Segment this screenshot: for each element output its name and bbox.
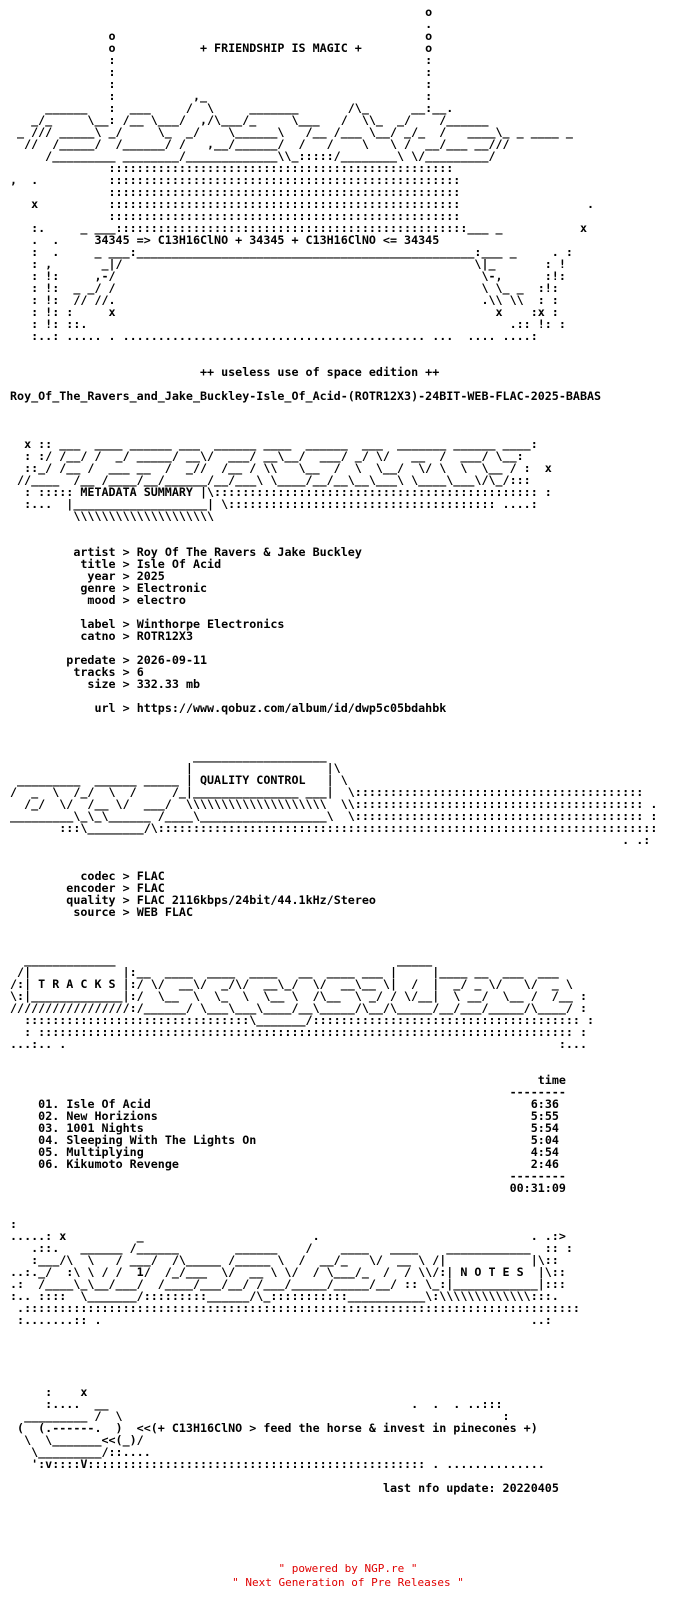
metadata-row: predate > 2026-09-11 bbox=[66, 653, 208, 667]
total-time-row: 00:31:09 bbox=[10, 1182, 657, 1194]
track-title: New Horizions bbox=[66, 1109, 503, 1123]
track-title: Sleeping With The Lights On bbox=[66, 1133, 503, 1147]
quality-value: FLAC bbox=[136, 881, 165, 895]
track-duration: 6:36 bbox=[502, 1097, 559, 1111]
header-art: o . o o o + FRIENDSHIP IS MAGIC + o : bbox=[10, 5, 595, 235]
quality-value: FLAC bbox=[136, 869, 165, 883]
metadata-key: label bbox=[66, 617, 116, 631]
track-row: 06. Kikumoto Revenge 2:46 bbox=[10, 1158, 657, 1170]
quality-value: FLAC 2116kbps/24bit/44.1kHz/Stereo bbox=[136, 893, 376, 907]
quality-control-art: ___________________ | |\ _________ _____… bbox=[10, 749, 658, 847]
release-name: Roy_Of_The_Ravers_and_Jake_Buckley-Isle_… bbox=[10, 389, 602, 403]
metadata-key: genre bbox=[66, 581, 116, 595]
metadata-value: ROTR12X3 bbox=[136, 629, 193, 643]
track-row: 04. Sleeping With The Lights On 5:04 bbox=[10, 1134, 657, 1146]
track-title: Kikumoto Revenge bbox=[66, 1157, 503, 1171]
metadata-key: mood bbox=[66, 593, 116, 607]
track-duration: 5:04 bbox=[502, 1133, 559, 1147]
track-number: 01. bbox=[38, 1097, 60, 1111]
track-title: 1001 Nights bbox=[66, 1121, 503, 1135]
metadata-key: size bbox=[66, 677, 116, 691]
quality-key: quality bbox=[66, 893, 116, 907]
last-update: last nfo update: 20220405 bbox=[10, 1482, 657, 1494]
quality-key: encoder bbox=[66, 881, 116, 895]
track-row: 03. 1001 Nights 5:54 bbox=[10, 1122, 657, 1134]
outro-art: : x :.... __ . . . ..::: _________ / \ :… bbox=[17, 1385, 545, 1471]
metadata-key: title bbox=[66, 557, 116, 571]
metadata-summary-art: x :: ___ ____ ______ ___ ______ ____ ___… bbox=[17, 437, 552, 523]
nfo-text: o . o o o + FRIENDSHIP IS MAGIC + o : bbox=[10, 6, 657, 1494]
quality-row: quality > FLAC 2116kbps/24bit/44.1kHz/St… bbox=[66, 893, 376, 907]
total-time: 00:31:09 bbox=[509, 1181, 566, 1195]
metadata-row: mood > electro bbox=[66, 593, 186, 607]
metadata-row: size > 332.33 mb bbox=[66, 677, 201, 691]
metadata-value: 6 bbox=[136, 665, 144, 679]
track-duration: 4:54 bbox=[502, 1145, 559, 1159]
metadata-value: electro bbox=[136, 593, 186, 607]
metadata-row: genre > Electronic bbox=[66, 581, 208, 595]
divider: -------- bbox=[10, 1169, 566, 1183]
quality-value: WEB FLAC bbox=[136, 905, 193, 919]
notes-art: : .....: x _ . . .:> .::. ______ /______… bbox=[10, 1217, 580, 1327]
metadata-row: label > Winthorpe Electronics bbox=[66, 617, 285, 631]
metadata-value: Electronic bbox=[136, 581, 208, 595]
metadata-value: 2026-09-11 bbox=[136, 653, 208, 667]
track-duration: 5:55 bbox=[502, 1109, 559, 1123]
metadata-row: url > https://www.qobuz.com/album/id/dwp… bbox=[66, 701, 447, 715]
metadata-value: 332.33 mb bbox=[136, 677, 201, 691]
metadata-value: Isle Of Acid bbox=[136, 557, 222, 571]
track-title: Multiplying bbox=[66, 1145, 503, 1159]
tracks-time-header: time bbox=[10, 1074, 657, 1086]
metadata-row: tracks > 6 bbox=[66, 665, 144, 679]
metadata-key: artist bbox=[66, 545, 116, 559]
tracklist: time -------- 01. Isle Of Acid 6:36 02. … bbox=[10, 1074, 657, 1194]
track-duration: 5:54 bbox=[502, 1121, 559, 1135]
footer: " powered by NGP.re " " Next Generation … bbox=[0, 1562, 696, 1590]
track-number: 02. bbox=[38, 1109, 60, 1123]
mid-art: : . _ ___:______________________________… bbox=[31, 245, 573, 343]
track-row: 05. Multiplying 4:54 bbox=[10, 1146, 657, 1158]
metadata-key: catno bbox=[66, 629, 116, 643]
track-number: 04. bbox=[38, 1133, 60, 1147]
tracks-art: _____________ _____ /| |:__ ____ ____ __… bbox=[10, 953, 595, 1051]
track-duration: 2:46 bbox=[502, 1157, 559, 1171]
metadata-row: title > Isle Of Acid bbox=[66, 557, 222, 571]
track-number: 06. bbox=[38, 1157, 60, 1171]
formula-line: . . 34345 => C13H16ClNO + 34345 + C13H16… bbox=[10, 233, 440, 247]
track-row: 02. New Horizions 5:55 bbox=[10, 1110, 657, 1122]
metadata-value: 2025 bbox=[136, 569, 165, 583]
edition-title: ++ useless use of space edition ++ bbox=[200, 365, 440, 379]
footer-powered-by[interactable]: " powered by NGP.re " bbox=[278, 1562, 418, 1575]
quality-list: codec > FLAC encoder > FLAC quality > FL… bbox=[10, 870, 657, 918]
metadata-value: Roy Of The Ravers & Jake Buckley bbox=[136, 545, 362, 559]
track-number: 05. bbox=[38, 1145, 60, 1159]
track-row: 01. Isle Of Acid 6:36 bbox=[10, 1098, 657, 1110]
metadata-list: artist > Roy Of The Ravers & Jake Buckle… bbox=[10, 546, 657, 714]
metadata-row: artist > Roy Of The Ravers & Jake Buckle… bbox=[66, 545, 362, 559]
time-header-label: time bbox=[509, 1073, 566, 1087]
metadata-value[interactable]: https://www.qobuz.com/album/id/dwp5c05bd… bbox=[136, 701, 447, 715]
track-number: 03. bbox=[38, 1121, 60, 1135]
metadata-row: catno > ROTR12X3 bbox=[66, 629, 193, 643]
divider: -------- bbox=[10, 1085, 566, 1099]
metadata-row: year > 2025 bbox=[66, 569, 165, 583]
last-update-text: last nfo update: 20220405 bbox=[382, 1481, 559, 1495]
footer-tagline: " Next Generation of Pre Releases " bbox=[232, 1576, 464, 1589]
quality-key: source bbox=[66, 905, 116, 919]
metadata-key: year bbox=[66, 569, 116, 583]
metadata-key: predate bbox=[66, 653, 116, 667]
quality-row: encoder > FLAC bbox=[66, 881, 165, 895]
edition-line: ++ useless use of space edition ++ bbox=[10, 366, 657, 378]
quality-row: source > WEB FLAC bbox=[66, 905, 193, 919]
quality-row: codec > FLAC bbox=[66, 869, 165, 883]
track-title: Isle Of Acid bbox=[66, 1097, 503, 1111]
quality-key: codec bbox=[66, 869, 116, 883]
metadata-key: url bbox=[66, 701, 116, 715]
metadata-key: tracks bbox=[66, 665, 116, 679]
metadata-value: Winthorpe Electronics bbox=[136, 617, 285, 631]
